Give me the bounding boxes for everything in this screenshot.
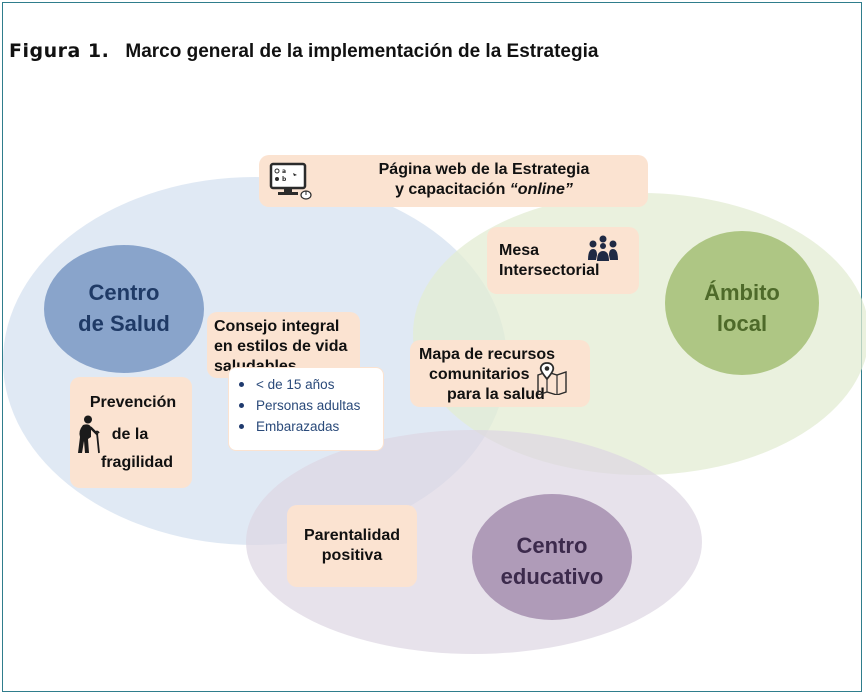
consejo-box-text: Consejo integral en estilos de vida salu… — [214, 317, 347, 377]
list-item: Embarazadas — [237, 416, 383, 437]
prevencion-box-line: fragilidad — [100, 454, 173, 471]
web-box-line2-online: “online” — [509, 181, 573, 198]
svg-text:a: a — [282, 168, 286, 175]
svg-text:b: b — [282, 176, 287, 183]
educativo-circle — [472, 494, 632, 620]
bullet-icon — [239, 402, 244, 408]
web-box: a b Página web de la Estrategia y capaci… — [259, 155, 648, 207]
figure-title: Figura 1. Marco general de la implementac… — [9, 40, 598, 63]
web-box-text: Página web de la Estrategia y capacitaci… — [329, 160, 639, 200]
consejo-box-line: en estilos de vida — [214, 338, 348, 355]
local-label-line: Ámbito — [704, 280, 780, 305]
salud-label-line: de Salud — [78, 311, 170, 336]
list-item-label: Embarazadas — [256, 419, 340, 434]
prevencion-box-title: Prevención — [89, 394, 177, 411]
list-item: Personas adultas — [237, 395, 383, 416]
mesa-box-line: Mesa — [499, 242, 540, 259]
mesa-box: Mesa Intersectorial — [487, 227, 639, 294]
salud-circle-label: Centro de Salud — [54, 277, 194, 339]
figure-number: Figura 1. — [9, 40, 110, 62]
salud-label-line: Centro — [88, 280, 160, 305]
mapa-box-line: Mapa de recursos — [419, 346, 556, 363]
web-box-line2-prefix: y capacitación — [395, 181, 510, 198]
figure-title-text: Marco general de la implementación de la… — [125, 41, 599, 62]
mesa-box-text: Mesa Intersectorial — [499, 241, 599, 281]
parentalidad-box: Parentalidad positiva — [287, 505, 417, 587]
educativo-label-line: educativo — [500, 564, 604, 589]
consejo-targets-list: < de 15 años Personas adultas Embarazada… — [228, 367, 384, 451]
list-item-label: < de 15 años — [256, 377, 335, 392]
list-item: < de 15 años — [237, 374, 383, 395]
web-box-line1: Página web de la Estrategia — [378, 161, 590, 178]
group-icon — [588, 235, 618, 261]
consejo-box-line: Consejo integral — [214, 318, 340, 335]
map-pin-icon — [537, 362, 567, 395]
mesa-box-line: Intersectorial — [499, 262, 600, 279]
elderly-person-icon — [78, 415, 100, 454]
educativo-circle-label: Centro educativo — [482, 530, 622, 592]
prevencion-box: Prevención de la fragilidad — [70, 377, 192, 488]
list-item-label: Personas adultas — [256, 398, 361, 413]
bullet-icon — [239, 423, 244, 429]
parentalidad-box-line: Parentalidad — [303, 527, 401, 544]
mapa-box: Mapa de recursos comunitarios para la sa… — [410, 340, 590, 407]
salud-circle — [44, 245, 204, 373]
local-circle — [665, 231, 819, 375]
web-box-line2: y capacitación “online” — [329, 180, 639, 200]
mapa-box-text: Mapa de recursos comunitarios para la sa… — [419, 345, 555, 405]
local-circle-label: Ámbito local — [670, 277, 814, 339]
computer-icon: a b — [269, 162, 312, 200]
parentalidad-box-line: positiva — [321, 547, 383, 564]
mapa-box-line: para la salud — [447, 386, 545, 403]
local-label-line: local — [716, 311, 768, 336]
mapa-box-line: comunitarios — [429, 366, 530, 383]
prevencion-box-line: de la — [111, 426, 149, 443]
bullet-icon — [239, 381, 244, 387]
educativo-label-line: Centro — [516, 533, 588, 558]
